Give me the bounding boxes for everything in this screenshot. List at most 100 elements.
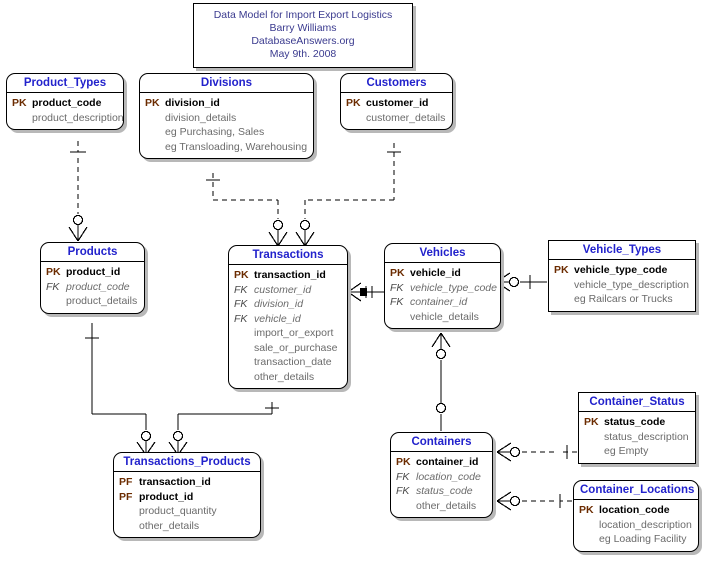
entity-product-types[interactable]: Product_Types PK product_code product_de… — [6, 73, 124, 130]
attribute-row: PK product_code — [12, 96, 118, 111]
attribute-name: product_code — [32, 97, 102, 109]
attribute-name: location_code — [599, 504, 670, 516]
entity-customers[interactable]: Customers PK customer_id customer_detail… — [340, 73, 453, 130]
attribute-row: FK vehicle_type_code — [390, 281, 497, 296]
key-marker: FK — [46, 280, 60, 293]
attribute-name: other_details — [139, 519, 200, 532]
attribute-name: location_code — [416, 470, 481, 483]
attribute-name: customer_id — [366, 97, 429, 109]
key-marker: PK — [346, 97, 361, 109]
attribute-name: product_description — [32, 111, 124, 124]
attribute-name: vehicle_type_code — [574, 264, 668, 276]
key-marker: FK — [234, 312, 248, 325]
attribute-row: PK container_id — [396, 455, 487, 470]
attribute-list: PF transaction_id PF product_id product_… — [114, 472, 260, 537]
title-line-2: Barry Williams — [269, 22, 337, 34]
attribute-row: eg Empty — [584, 444, 690, 459]
attribute-row: eg Railcars or Trucks — [554, 292, 690, 307]
diagram-title-block: Data Model for Import Export Logistics B… — [193, 3, 413, 68]
link-vehicles-transactions — [347, 282, 386, 302]
attribute-row: location_description — [579, 518, 693, 533]
entity-title: Customers — [341, 74, 452, 93]
attribute-name: customer_details — [366, 111, 446, 124]
entity-transactions[interactable]: Transactions PK transaction_id FK custom… — [228, 245, 348, 389]
link-divisions-transactions — [206, 173, 288, 247]
key-marker: FK — [234, 283, 248, 296]
attribute-name: eg Loading Facility — [599, 533, 687, 545]
entity-containers[interactable]: Containers PK container_id FK location_c… — [390, 432, 493, 518]
attribute-name: division_id — [165, 97, 220, 109]
key-marker: PK — [554, 264, 569, 276]
key-marker: PK — [396, 456, 411, 468]
attribute-name: vehicle_id — [410, 267, 461, 279]
attribute-row: PK customer_id — [346, 96, 447, 111]
key-marker: PK — [390, 267, 405, 279]
attribute-row: sale_or_purchase — [234, 341, 342, 356]
attribute-name: vehicle_type_description — [574, 278, 689, 291]
attribute-row: other_details — [396, 499, 487, 514]
attribute-row: product_details — [46, 294, 139, 309]
attribute-name: other_details — [254, 370, 315, 383]
attribute-name: status_code — [604, 416, 666, 428]
entity-title: Transactions_Products — [114, 453, 260, 472]
attribute-row: eg Transloading, Warehousing — [145, 140, 308, 155]
attribute-row: FK division_id — [234, 297, 342, 312]
entity-title: Container_Locations — [574, 481, 698, 500]
entity-container-locations[interactable]: Container_Locations PK location_code loc… — [573, 480, 699, 552]
link-transactions-transactions-products — [168, 402, 279, 456]
attribute-name: division_details — [165, 111, 237, 124]
link-container-locations-containers — [496, 491, 572, 511]
attribute-name: division_id — [254, 298, 304, 310]
attribute-row: eg Purchasing, Sales — [145, 125, 308, 140]
attribute-name: container_id — [416, 456, 479, 468]
attribute-name: product_id — [66, 266, 121, 278]
entity-vehicles[interactable]: Vehicles PK vehicle_id FK vehicle_type_c… — [384, 243, 501, 329]
attribute-list: PK customer_id customer_details — [341, 93, 452, 129]
key-marker: PK — [145, 97, 160, 109]
attribute-name: product_code — [66, 280, 130, 293]
attribute-name: status_code — [416, 485, 473, 497]
entity-title: Products — [41, 243, 144, 262]
attribute-row: product_quantity — [119, 504, 255, 519]
attribute-list: PK vehicle_id FK vehicle_type_code FK co… — [385, 263, 500, 328]
entity-products[interactable]: Products PK product_id FK product_code p… — [40, 242, 145, 314]
attribute-row: FK location_code — [396, 470, 487, 485]
entity-container-status[interactable]: Container_Status PK status_code status_d… — [578, 392, 696, 464]
attribute-name: import_or_export — [254, 327, 334, 339]
key-marker: PF — [119, 490, 133, 503]
attribute-row: FK status_code — [396, 484, 487, 499]
entity-divisions[interactable]: Divisions PK division_id division_detail… — [139, 73, 314, 159]
attribute-name: eg Transloading, Warehousing — [165, 140, 308, 153]
attribute-row: PK division_id — [145, 96, 308, 111]
entity-title: Product_Types — [7, 74, 123, 93]
attribute-list: PK vehicle_type_code vehicle_type_descri… — [549, 260, 695, 311]
attribute-row: division_details — [145, 111, 308, 126]
attribute-name: product_quantity — [139, 505, 217, 517]
attribute-row: product_description — [12, 111, 123, 126]
attribute-list: PK location_code location_description eg… — [574, 500, 698, 551]
key-marker: PF — [119, 476, 133, 488]
attribute-name: container_id — [410, 296, 468, 308]
attribute-row: vehicle_type_description — [554, 278, 690, 293]
attribute-name: vehicle_id — [254, 312, 301, 325]
attribute-row: PF transaction_id — [119, 475, 255, 490]
key-marker: FK — [396, 485, 410, 497]
entity-transactions-products[interactable]: Transactions_Products PF transaction_id … — [113, 452, 261, 538]
link-customers-transactions — [295, 143, 401, 247]
attribute-name: product_details — [66, 295, 138, 307]
key-marker: PK — [12, 97, 27, 109]
key-marker: FK — [390, 296, 404, 308]
attribute-row: other_details — [119, 519, 255, 534]
link-containers-vehicles — [431, 332, 451, 431]
key-marker: PK — [579, 504, 594, 516]
entity-title: Containers — [391, 433, 492, 452]
title-line-4: May 9th. 2008 — [269, 48, 337, 60]
attribute-name: customer_id — [254, 283, 312, 296]
title-line-3: DatabaseAnswers.org — [251, 35, 355, 47]
entity-title: Container_Status — [579, 393, 695, 412]
entity-vehicle-types[interactable]: Vehicle_Types PK vehicle_type_code vehic… — [548, 240, 696, 312]
attribute-row: status_description — [584, 430, 690, 445]
attribute-name: transaction_date — [254, 356, 332, 368]
entity-title: Vehicles — [385, 244, 500, 263]
